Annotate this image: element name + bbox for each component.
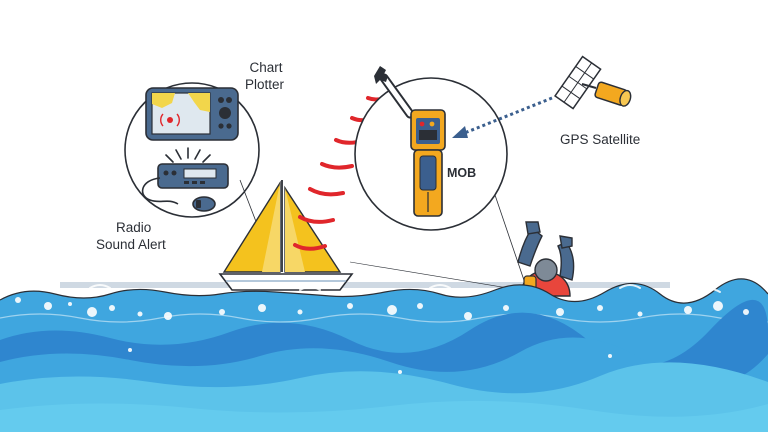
radio-label-line1: Radio bbox=[116, 220, 152, 235]
leader-line bbox=[494, 194, 529, 293]
satellite-icon bbox=[553, 55, 632, 110]
leader-line bbox=[349, 261, 521, 291]
mob-label: MOB bbox=[447, 166, 476, 180]
chart-plotter-icon bbox=[145, 87, 239, 141]
sea-waves bbox=[0, 278, 768, 432]
gps-signal-arrow bbox=[452, 96, 553, 138]
chart-plotter-label-line1: Chart bbox=[249, 60, 283, 75]
radio-icon bbox=[141, 163, 229, 212]
radio-label: Radio Sound Alert bbox=[96, 219, 166, 253]
mob-beacon-icon: MOB bbox=[410, 109, 476, 217]
gps-satellite-label: GPS Satellite bbox=[560, 132, 641, 147]
chart-plotter-label-line2: Plotter bbox=[245, 77, 285, 92]
person-overboard-icon bbox=[517, 221, 575, 297]
radio-label-line2: Sound Alert bbox=[96, 237, 166, 252]
antenna-icon bbox=[374, 66, 415, 119]
chart-plotter-label: Chart Plotter bbox=[245, 59, 285, 93]
sailboat-icon bbox=[218, 180, 354, 291]
equipment-circle bbox=[124, 82, 260, 218]
mob-beacon-circle: MOB bbox=[354, 66, 553, 231]
foam-bubbles bbox=[15, 297, 749, 374]
horizon-line bbox=[60, 282, 670, 288]
sound-alert-lines-icon bbox=[165, 147, 211, 163]
